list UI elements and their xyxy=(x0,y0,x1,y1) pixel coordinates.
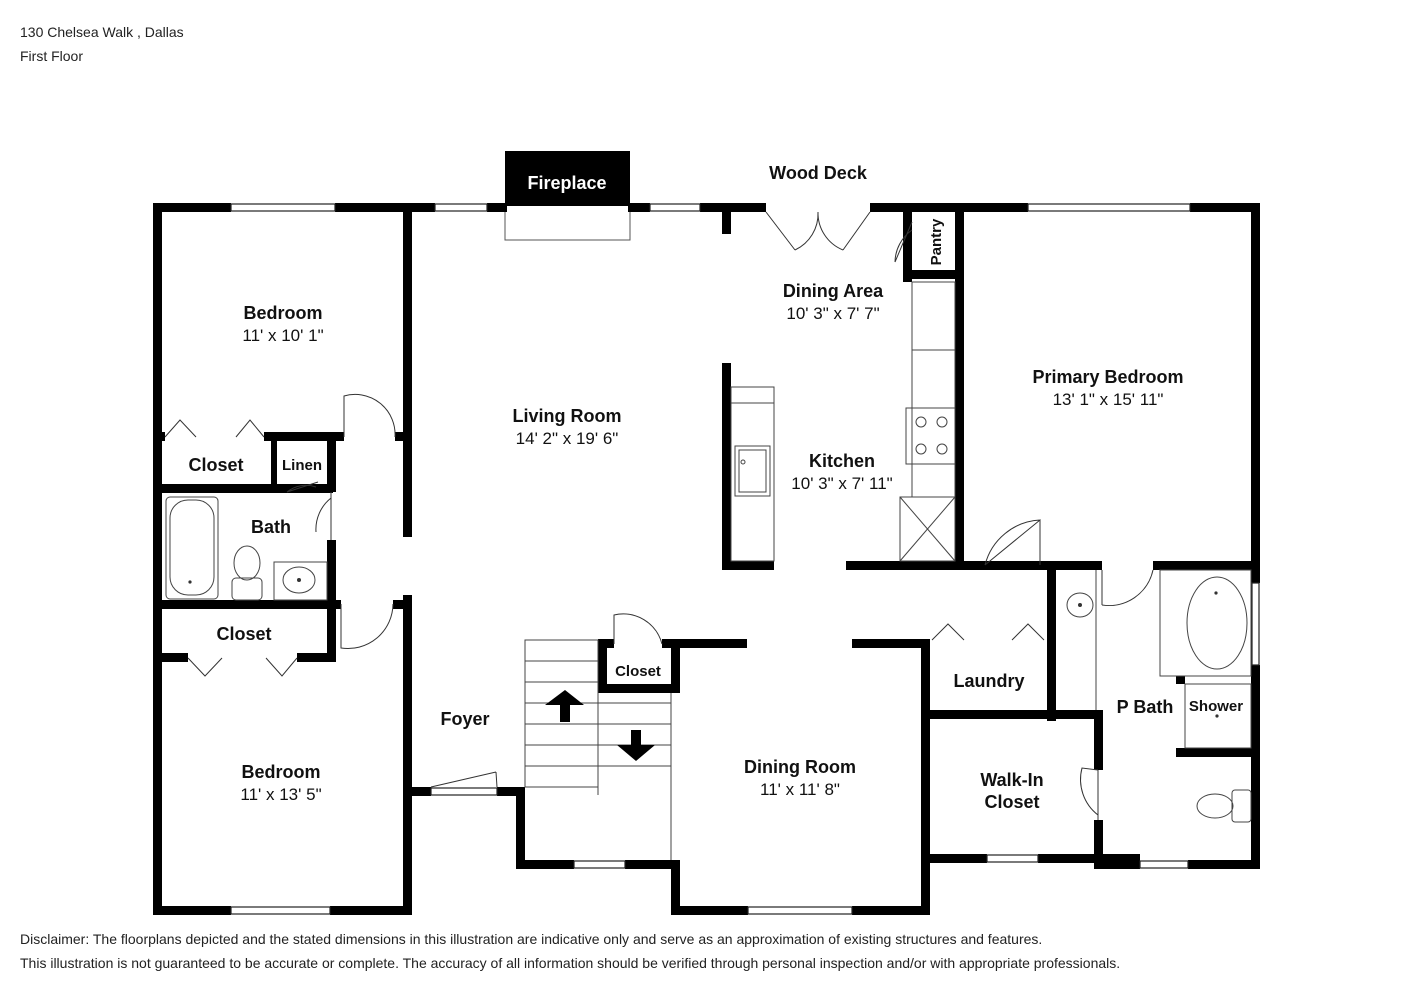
p-bath-name: P Bath xyxy=(1117,697,1174,717)
fireplace-hearth xyxy=(504,204,631,241)
shower-name: Shower xyxy=(1189,698,1243,715)
bedroom-1-dims: 11' x 10' 1" xyxy=(242,326,323,345)
floor-label: First Floor xyxy=(20,48,83,64)
primary-bedroom-name: Primary Bedroom xyxy=(1032,367,1183,387)
kitchen-dims: 10' 3" x 7' 11" xyxy=(791,474,892,493)
bedroom-1-name: Bedroom xyxy=(243,303,322,323)
fireplace-block xyxy=(505,151,630,206)
dining-room-name: Dining Room xyxy=(744,757,856,777)
closet-2-name: Closet xyxy=(216,624,271,644)
doors xyxy=(164,211,1154,820)
laundry-name: Laundry xyxy=(953,671,1024,691)
stairs-down-arrow-icon xyxy=(617,730,655,761)
bedroom-2-name: Bedroom xyxy=(241,762,320,782)
pantry-label: Pantry xyxy=(928,218,945,265)
foyer-name: Foyer xyxy=(440,709,489,729)
bath-name: Bath xyxy=(251,517,291,537)
linen-name: Linen xyxy=(282,457,322,474)
disclaimer-line-2: This illustration is not guaranteed to b… xyxy=(20,955,1121,971)
dining-area-name: Dining Area xyxy=(783,281,884,301)
closet-1-name: Closet xyxy=(188,455,243,475)
bedroom-2-dims: 11' x 13' 5" xyxy=(240,785,321,804)
living-room-name: Living Room xyxy=(513,406,622,426)
wood-deck-label: Wood Deck xyxy=(769,163,868,183)
windows xyxy=(230,203,1260,915)
walls xyxy=(153,203,1260,915)
dining-room-dims: 11' x 11' 8" xyxy=(760,780,840,799)
address-label: 130 Chelsea Walk , Dallas xyxy=(20,24,184,40)
walk-in-closet-name-1: Walk-In xyxy=(980,770,1043,790)
fireplace-label: Fireplace xyxy=(527,173,606,193)
dining-area-dims: 10' 3" x 7' 7" xyxy=(786,304,879,323)
living-room-dims: 14' 2" x 19' 6" xyxy=(516,429,619,448)
disclaimer-line-1: Disclaimer: The floorplans depicted and … xyxy=(20,931,1043,947)
walk-in-closet-name-2: Closet xyxy=(984,792,1039,812)
closet-3-name: Closet xyxy=(615,663,661,680)
kitchen-name: Kitchen xyxy=(809,451,875,471)
fixture-dots xyxy=(188,578,1219,718)
primary-bedroom-dims: 13' 1" x 15' 11" xyxy=(1053,390,1164,409)
stairs-up-arrow-icon xyxy=(545,690,584,722)
